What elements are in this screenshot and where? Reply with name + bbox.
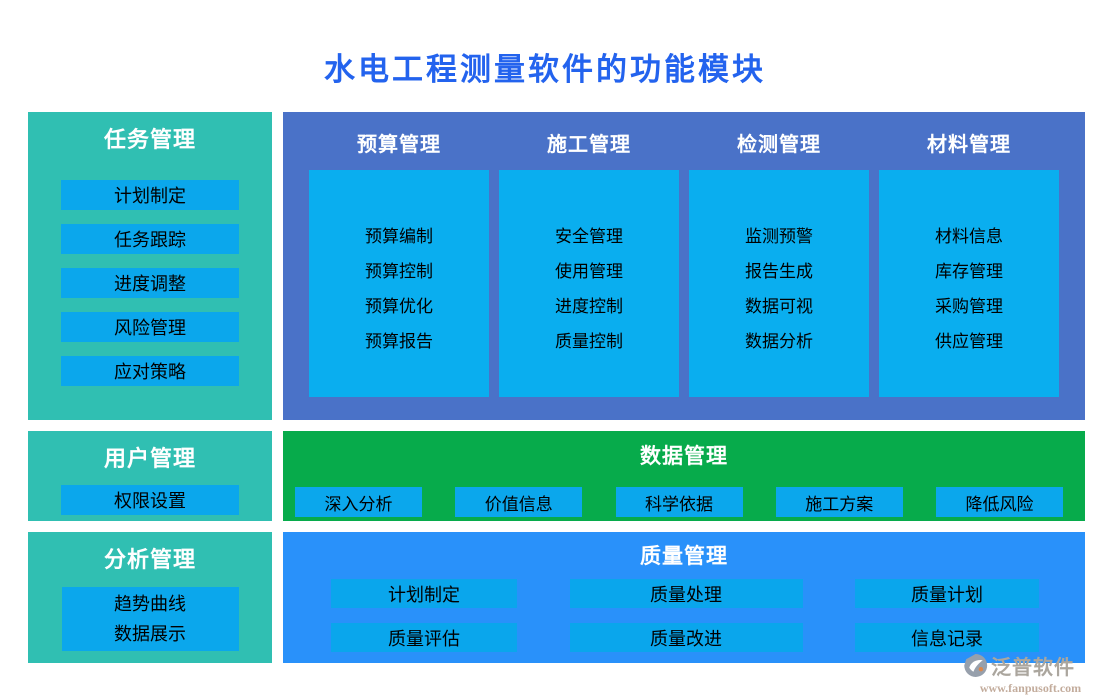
task-button-progress[interactable]: 进度调整 xyxy=(61,268,239,298)
quality-plan-button[interactable]: 质量计划 xyxy=(855,579,1039,608)
inspection-item: 报告生成 xyxy=(745,262,813,281)
deep-analysis-button[interactable]: 深入分析 xyxy=(295,487,422,517)
quality-button-row-1: 计划制定 质量处理 质量计划 xyxy=(283,579,1085,608)
inspection-card: 监测预警 报告生成 数据可视 数据分析 xyxy=(689,170,869,397)
trend-line-label: 趋势曲线 xyxy=(114,594,186,614)
task-button-strategy[interactable]: 应对策略 xyxy=(61,356,239,386)
material-item: 供应管理 xyxy=(935,332,1003,351)
scientific-basis-button[interactable]: 科学依据 xyxy=(615,487,743,517)
trend-display-button[interactable]: 趋势曲线 数据展示 xyxy=(61,587,239,651)
construction-card: 安全管理 使用管理 进度控制 质量控制 xyxy=(499,170,679,397)
task-button-list: 计划制定 任务跟踪 进度调整 风险管理 应对策略 xyxy=(28,180,272,386)
inspection-item: 数据分析 xyxy=(745,332,813,351)
construction-column: 施工管理 安全管理 使用管理 进度控制 质量控制 xyxy=(499,112,679,420)
risk-reduction-button[interactable]: 降低风险 xyxy=(936,487,1063,517)
material-item: 材料信息 xyxy=(935,227,1003,246)
construction-item: 进度控制 xyxy=(555,297,623,316)
task-button-risk[interactable]: 风险管理 xyxy=(61,312,239,342)
fanpu-watermark: 泛普软件 www.fanpusoft.com xyxy=(963,651,1098,696)
quality-improvement-button[interactable]: 质量改进 xyxy=(569,623,803,652)
value-info-button[interactable]: 价值信息 xyxy=(455,487,583,517)
task-management-panel: 任务管理 计划制定 任务跟踪 进度调整 风险管理 应对策略 xyxy=(28,112,272,420)
info-record-button[interactable]: 信息记录 xyxy=(855,623,1039,652)
data-management-panel: 数据管理 深入分析 价值信息 科学依据 施工方案 降低风险 xyxy=(283,431,1085,521)
quality-panel-title: 质量管理 xyxy=(640,545,728,568)
inspection-item: 监测预警 xyxy=(745,227,813,246)
budget-item: 预算编制 xyxy=(365,227,433,246)
quality-evaluation-button[interactable]: 质量评估 xyxy=(331,623,517,652)
fanpu-url-text: www.fanpusoft.com xyxy=(979,681,1082,695)
budget-item: 预算控制 xyxy=(365,262,433,281)
construction-plan-button[interactable]: 施工方案 xyxy=(775,487,903,517)
quality-management-panel: 质量管理 计划制定 质量处理 质量计划 质量评估 质量改进 信息记录 xyxy=(283,532,1085,663)
task-panel-title: 任务管理 xyxy=(103,127,196,152)
module-matrix-panel: 预算管理 预算编制 预算控制 预算优化 预算报告 施工管理 安全管理 使用管理 … xyxy=(283,112,1085,420)
budget-column-header: 预算管理 xyxy=(357,134,441,156)
material-column-header: 材料管理 xyxy=(927,134,1011,156)
budget-item: 预算优化 xyxy=(365,297,433,316)
fanpu-brand-text: 泛普软件 xyxy=(991,657,1075,679)
quality-handling-button[interactable]: 质量处理 xyxy=(569,579,803,608)
budget-card: 预算编制 预算控制 预算优化 预算报告 xyxy=(309,170,489,397)
analysis-management-panel: 分析管理 趋势曲线 数据展示 xyxy=(28,532,272,663)
task-button-plan[interactable]: 计划制定 xyxy=(61,180,239,210)
budget-item: 预算报告 xyxy=(365,332,433,351)
quality-button-row-2: 质量评估 质量改进 信息记录 xyxy=(283,623,1085,652)
data-button-row: 深入分析 价值信息 科学依据 施工方案 降低风险 xyxy=(283,487,1085,517)
construction-item: 质量控制 xyxy=(555,332,623,351)
material-item: 库存管理 xyxy=(935,262,1003,281)
inspection-item: 数据可视 xyxy=(745,297,813,316)
plan-making-button[interactable]: 计划制定 xyxy=(331,579,517,608)
fanpu-logo-icon xyxy=(964,654,988,677)
data-panel-title: 数据管理 xyxy=(640,445,728,468)
material-card: 材料信息 库存管理 采购管理 供应管理 xyxy=(879,170,1059,397)
inspection-column: 检测管理 监测预警 报告生成 数据可视 数据分析 xyxy=(689,112,869,420)
data-display-label: 数据展示 xyxy=(114,624,186,644)
material-column: 材料管理 材料信息 库存管理 采购管理 供应管理 xyxy=(879,112,1059,420)
user-panel-title: 用户管理 xyxy=(103,446,196,471)
page-title: 水电工程测量软件的功能模块 xyxy=(324,52,766,87)
analysis-panel-title: 分析管理 xyxy=(103,547,196,572)
material-item: 采购管理 xyxy=(935,297,1003,316)
construction-item: 使用管理 xyxy=(555,262,623,281)
budget-column: 预算管理 预算编制 预算控制 预算优化 预算报告 xyxy=(309,112,489,420)
user-management-panel: 用户管理 权限设置 xyxy=(28,431,272,521)
fanpu-logo-row: 泛普软件 xyxy=(963,651,1098,680)
permission-settings-button[interactable]: 权限设置 xyxy=(61,485,239,515)
task-button-track[interactable]: 任务跟踪 xyxy=(61,224,239,254)
construction-item: 安全管理 xyxy=(555,227,623,246)
construction-column-header: 施工管理 xyxy=(547,134,631,156)
inspection-column-header: 检测管理 xyxy=(737,134,821,156)
